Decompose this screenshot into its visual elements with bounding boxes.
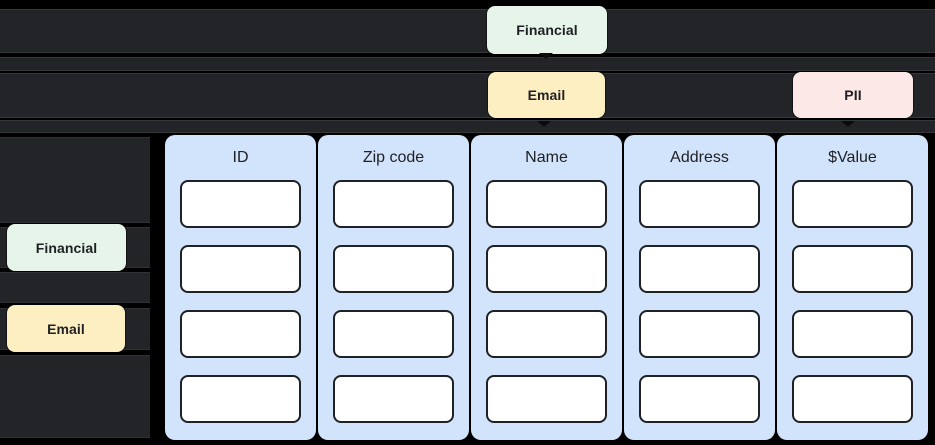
table-cell [486,245,607,293]
table-cell [792,180,913,228]
tag-financial-left: Financial [7,224,126,271]
table-column-value: $Value [777,135,928,440]
tag-pii-top: PII [793,72,913,118]
table-cell [180,245,301,293]
table-cell [792,375,913,423]
table-cell [333,375,454,423]
column-header: Address [670,148,729,166]
left-lane-1 [0,137,150,223]
table-column-address: Address [624,135,775,440]
column-header: Zip code [362,148,425,166]
column-header: Name [525,148,568,166]
tag-email-top: Email [488,72,605,118]
table-cell [639,245,760,293]
table-cell [792,310,913,358]
column-header: ID [232,148,249,166]
table-cell [333,180,454,228]
connector-notch-pii [841,121,855,127]
table-cell [180,375,301,423]
top-lane-3 [0,73,935,118]
table-cell [639,310,760,358]
table-cell [486,375,607,423]
table-cell [639,375,760,423]
column-header: $Value [828,148,877,166]
top-lane-4-thin [0,120,935,133]
connector-notch-email [537,121,551,127]
connector-notch-financial [539,53,553,59]
table-column-name: Name [471,135,622,440]
table-cell [333,245,454,293]
table-cell [486,310,607,358]
table-cell [486,180,607,228]
left-lane-5 [0,355,150,438]
tag-financial-top: Financial [487,6,607,54]
top-lane-1 [0,9,935,53]
left-lane-3 [0,272,150,303]
tag-email-left: Email [7,305,125,352]
table-cell [180,310,301,358]
table-cell [792,245,913,293]
top-lane-2-thin [0,57,935,71]
table-cell [180,180,301,228]
table-cell [639,180,760,228]
table-column-zip-code: Zip code [318,135,469,440]
table-column-id: ID [165,135,316,440]
table-cell [333,310,454,358]
